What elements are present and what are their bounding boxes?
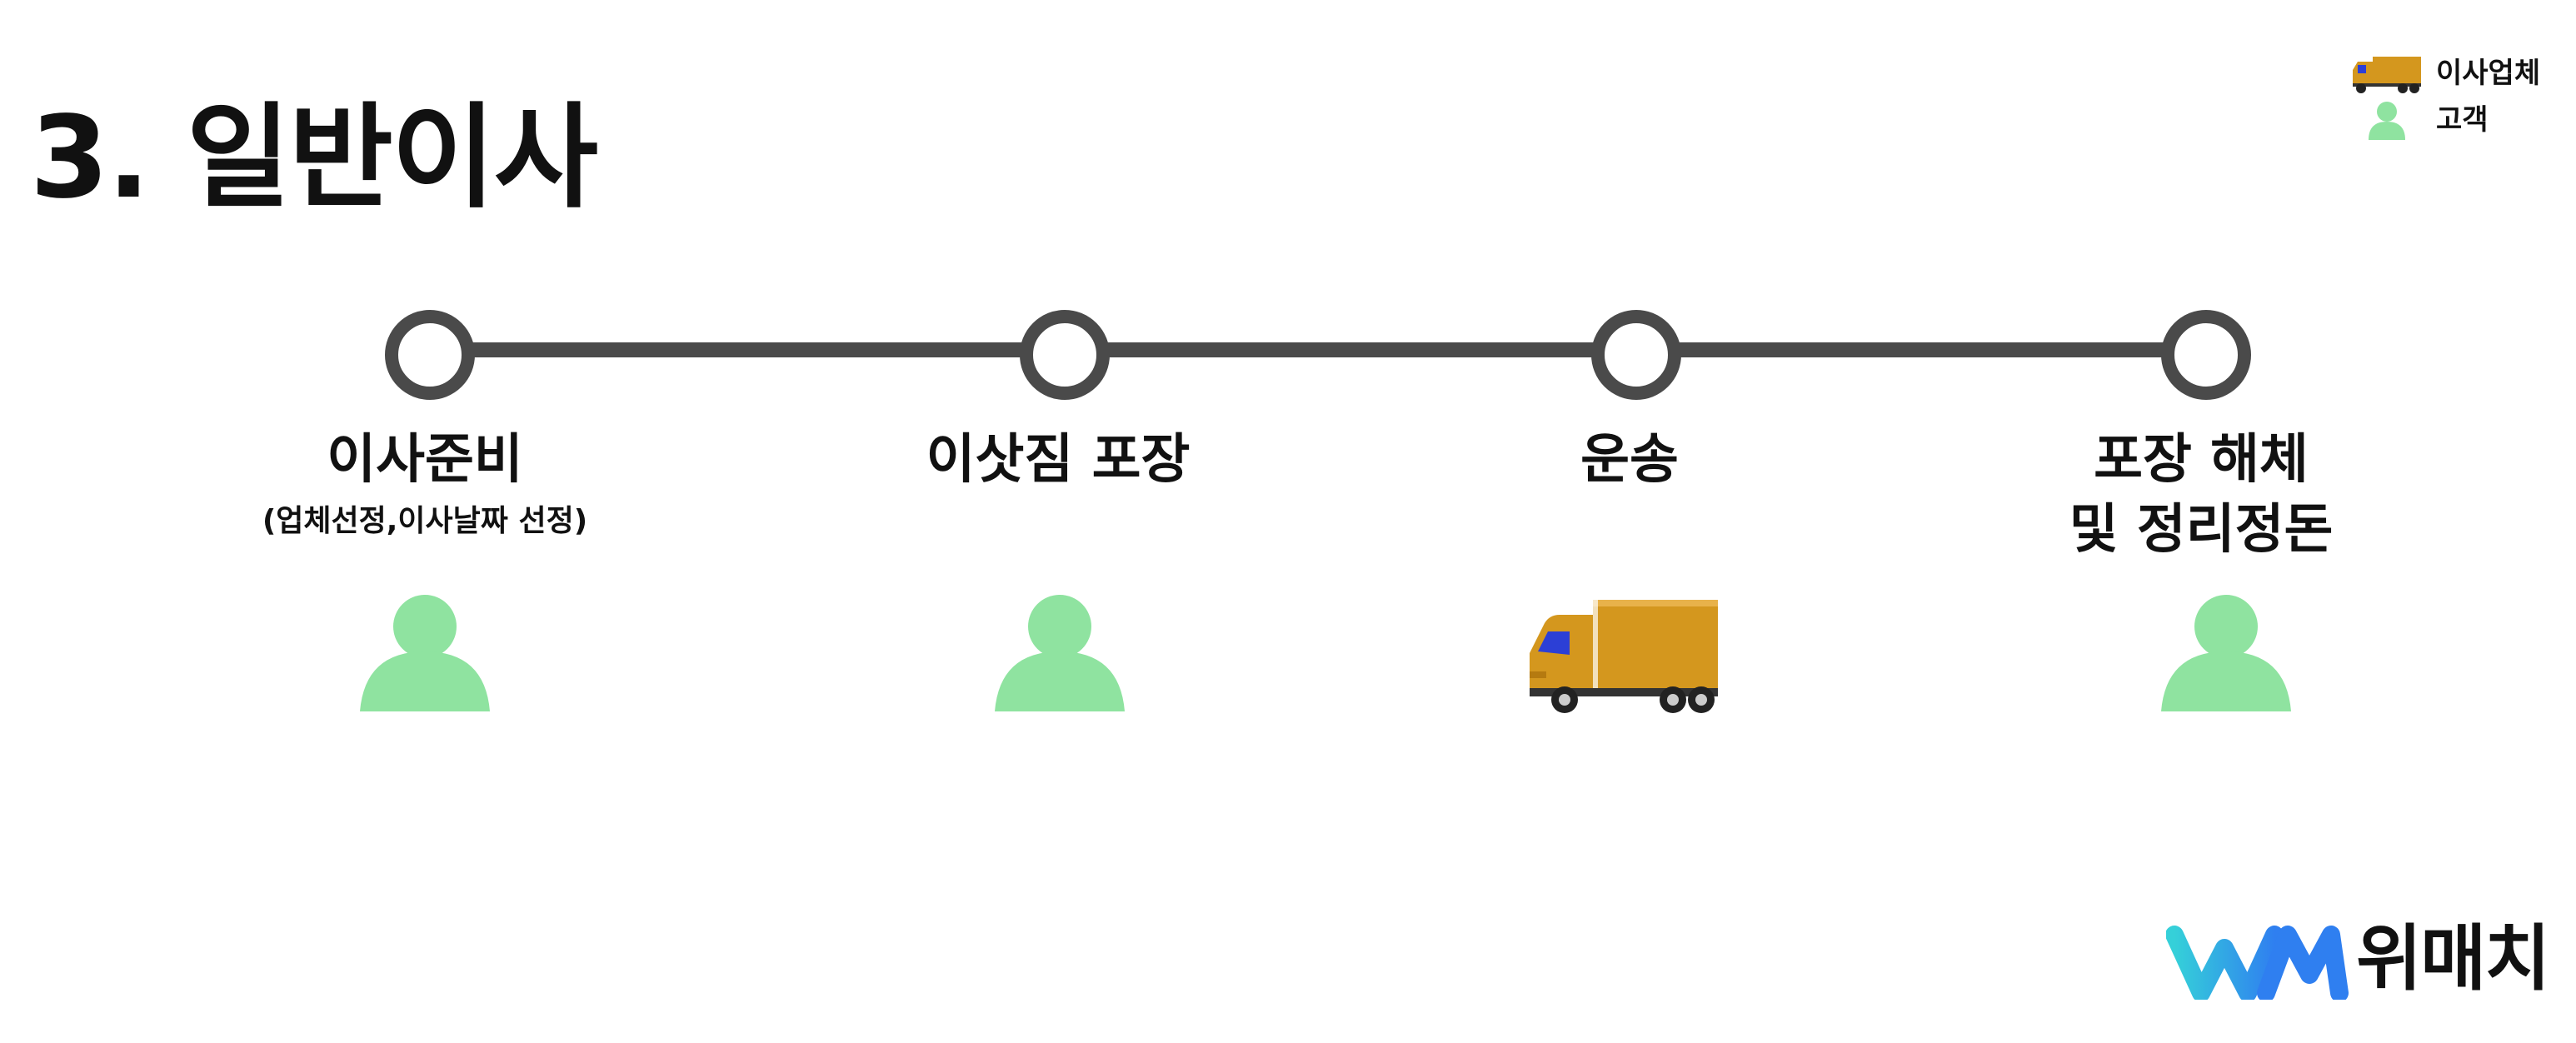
step-label-unpacking: 포장 해체 및 정리정돈 (2069, 429, 2334, 561)
step-sublabel-prepare: (업체선정,이사날짜 선정) (262, 504, 588, 538)
legend-label-customer: 고객 (2436, 103, 2489, 137)
legend: 이사업체 고객 (2349, 48, 2558, 148)
timeline-line (430, 342, 2229, 357)
timeline-node-3 (1591, 310, 1681, 400)
brand-name: 위매치 (2356, 917, 2550, 1001)
timeline-node-2 (1020, 310, 1110, 400)
step-label-prepare: 이사준비 (327, 429, 523, 491)
truck-icon (2353, 57, 2421, 93)
page-title: 3. 일반이사 (30, 92, 598, 225)
timeline-node-1 (385, 310, 475, 400)
person-icon (995, 595, 1125, 711)
person-icon (2161, 595, 2291, 711)
person-icon (360, 595, 490, 711)
step-label-packing: 이삿짐 포장 (926, 429, 1191, 491)
brand: 위매치 (2166, 916, 2550, 1008)
wematch-logo-icon (2166, 926, 2349, 1000)
truck-icon (1530, 600, 1718, 713)
timeline-node-4 (2161, 310, 2251, 400)
person-icon (2369, 102, 2405, 140)
legend-label-moving-company: 이사업체 (2436, 57, 2541, 90)
step-label-transport: 운송 (1580, 429, 1679, 491)
